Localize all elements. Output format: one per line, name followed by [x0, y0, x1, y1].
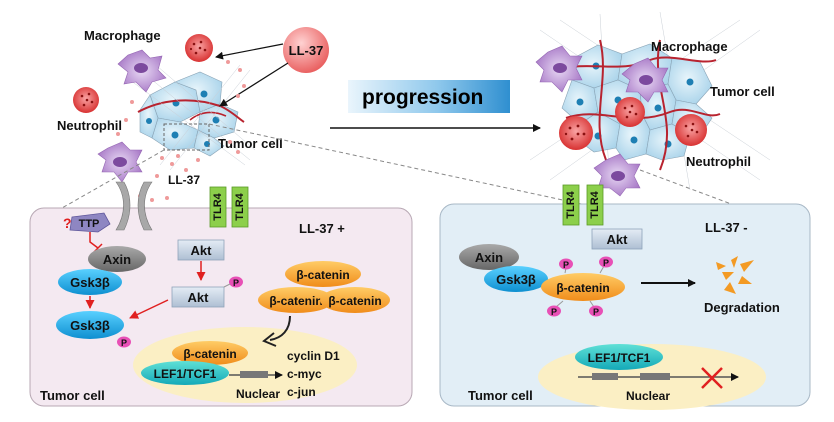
tlr4-right-a: TLR4: [562, 184, 580, 226]
p-badge-right-1: P: [559, 258, 573, 270]
neutrophil-label-left: Neutrophil: [57, 118, 122, 133]
ll37-arrow-to-tumor: [219, 62, 289, 107]
ll37-ball: LL-37: [283, 27, 329, 73]
svg-text:P: P: [551, 307, 557, 317]
svg-text:Gsk3β: Gsk3β: [496, 272, 536, 287]
gene-c-jun: c-jun: [287, 385, 316, 399]
akt-left-bottom: Akt: [171, 286, 225, 308]
svg-text:β-catenin: β-catenin: [183, 347, 236, 361]
macrophage-left-2: [97, 141, 143, 183]
macrophage-left-1: [117, 49, 167, 93]
gsk3b-right: Gsk3β: [484, 266, 548, 292]
akt-right: Akt: [591, 228, 643, 250]
p-badge-right-4: P: [589, 305, 603, 317]
beta-catenin-right: β-catenin: [320, 287, 390, 313]
akt-left-top: Akt: [177, 239, 225, 261]
ll37-small-label: LL-37: [168, 173, 200, 187]
tumor-cell-label-right: Tumor cell: [710, 84, 775, 99]
axin-right: Axin: [459, 244, 519, 270]
tlr4-left-b: TLR4: [231, 186, 249, 228]
neutrophil-label-right: Neutrophil: [686, 154, 751, 169]
svg-text:β-catenin: β-catenin: [296, 268, 349, 282]
svg-text:TLR4: TLR4: [212, 192, 224, 220]
svg-text:P: P: [121, 338, 127, 348]
nuclear-label-left: Nuclear: [236, 387, 280, 401]
ttp-question: ?: [63, 215, 72, 231]
macrophage-label-left: Macrophage: [84, 28, 161, 43]
ll37-channel: [115, 181, 153, 231]
tumor-cell-label-panel-right: Tumor cell: [468, 388, 533, 403]
svg-text:P: P: [593, 307, 599, 317]
tumor-cluster-left: [129, 59, 256, 171]
ll37-arrow-to-macrophage: [215, 43, 284, 60]
dna-left: [229, 371, 283, 379]
catenin-translocation-arrow: [269, 315, 291, 341]
svg-text:Akt: Akt: [607, 232, 629, 247]
left-panel-title: LL-37 +: [299, 221, 345, 236]
svg-text:Gsk3β: Gsk3β: [70, 275, 110, 290]
tumor-cluster-right: [529, 11, 771, 197]
lef1-tcf1-right: LEF1/TCF1: [575, 344, 663, 370]
gene-c-myc: c-myc: [287, 367, 322, 381]
degradation-icon: [716, 256, 754, 294]
tlr4-right-b: TLR4: [586, 184, 604, 226]
progression-box: [348, 80, 510, 113]
gene-cyclin-d1: cyclin D1: [287, 349, 340, 363]
svg-text:P: P: [233, 278, 239, 288]
svg-text:LL-37: LL-37: [289, 43, 324, 58]
svg-text:TLR4: TLR4: [565, 190, 577, 218]
svg-text:LEF1/TCF1: LEF1/TCF1: [588, 351, 651, 365]
svg-text:LEF1/TCF1: LEF1/TCF1: [154, 367, 217, 381]
progression-label: progression: [362, 86, 483, 109]
svg-text:P: P: [563, 260, 569, 270]
svg-text:Axin: Axin: [103, 252, 131, 267]
p-badge-akt: P: [229, 276, 243, 288]
ttp-node: TTP: [69, 212, 111, 233]
blocked-x-icon: [701, 367, 723, 389]
axin-left: Axin: [88, 246, 146, 272]
svg-text:β-catenin: β-catenin: [328, 294, 381, 308]
tumor-cell-label-panel-left: Tumor cell: [40, 388, 105, 403]
svg-text:Gsk3β: Gsk3β: [70, 318, 110, 333]
svg-text:TLR4: TLR4: [234, 192, 246, 220]
macrophage-label-right: Macrophage: [651, 39, 728, 54]
neutrophil-left-1: [185, 34, 213, 62]
svg-text:P: P: [603, 258, 609, 268]
degradation-label: Degradation: [704, 300, 780, 315]
gsk3b-left-bottom: Gsk3β: [56, 311, 124, 339]
p-badge-right-3: P: [547, 305, 561, 317]
nuclear-label-right: Nuclear: [626, 389, 670, 403]
svg-text:TLR4: TLR4: [589, 190, 601, 218]
akt-to-gsk3b-arrow: [129, 299, 169, 319]
svg-text:β-catenin: β-catenin: [556, 281, 609, 295]
svg-text:Akt: Akt: [188, 290, 210, 305]
zoom-line-left: [61, 149, 165, 209]
svg-text:Axin: Axin: [475, 250, 503, 265]
beta-catenin-top: β-catenin: [285, 261, 361, 287]
beta-catenin-nuclear: β-catenin: [172, 341, 248, 365]
zoom-box: [163, 123, 210, 151]
gsk3b-left-top: Gsk3β: [58, 269, 122, 295]
zoom-line-center: [208, 123, 601, 209]
beta-catenin-right-panel: β-catenin: [541, 273, 625, 301]
svg-text:Akt: Akt: [191, 243, 213, 258]
p-badge-gsk: P: [117, 336, 131, 348]
lef1-tcf1-left: LEF1/TCF1: [141, 361, 229, 385]
tlr4-left-a: TLR4: [209, 186, 227, 228]
zoom-line-right: [639, 169, 743, 209]
svg-text:β-catenin: β-catenin: [269, 294, 322, 308]
p-badge-right-2: P: [599, 256, 613, 268]
svg-text:TTP: TTP: [79, 218, 100, 230]
tumor-cell-label-left: Tumor cell: [218, 136, 283, 151]
beta-catenin-left: β-catenin: [258, 287, 334, 313]
right-panel-title: LL-37 -: [705, 220, 748, 235]
neutrophil-left-2: [73, 87, 99, 113]
